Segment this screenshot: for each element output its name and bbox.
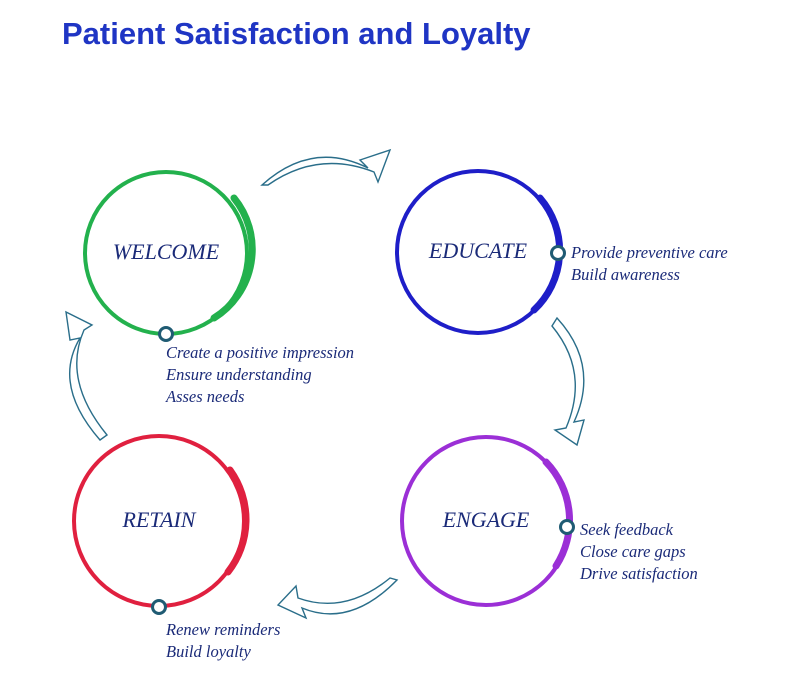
- welcome-marker: [158, 326, 174, 342]
- engage-note: Close care gaps: [580, 542, 686, 561]
- welcome-note: Create a positive impression: [166, 343, 355, 362]
- engage-label: ENGAGE: [442, 507, 530, 532]
- engage-ring-accent: [542, 458, 573, 570]
- educate-label: EDUCATE: [428, 238, 528, 263]
- stage-engage: ENGAGE: [400, 435, 575, 607]
- welcome-notes: Create a positive impression Ensure unde…: [166, 342, 354, 408]
- engage-note: Seek feedback: [580, 520, 673, 539]
- engage-note: Drive satisfaction: [580, 564, 698, 583]
- arrow-retain-to-welcome: [65, 310, 109, 441]
- stage-retain: RETAIN: [72, 434, 250, 615]
- stage-welcome: WELCOME: [83, 170, 256, 342]
- retain-notes: Renew reminders Build loyalty: [166, 619, 280, 663]
- educate-note: Provide preventive care: [571, 243, 728, 262]
- retain-marker: [151, 599, 167, 615]
- arrow-educate-to-engage: [551, 316, 585, 447]
- educate-marker: [550, 245, 566, 261]
- educate-notes: Provide preventive care Build awareness: [571, 242, 728, 286]
- welcome-label: WELCOME: [113, 239, 220, 264]
- engage-notes: Seek feedback Close care gaps Drive sati…: [580, 519, 698, 585]
- cycle-arrows: [65, 148, 585, 620]
- diagram-title: Patient Satisfaction and Loyalty: [62, 16, 531, 51]
- welcome-note: Ensure understanding: [166, 365, 312, 384]
- retain-ring-accent: [224, 466, 250, 576]
- retain-note: Renew reminders: [166, 620, 281, 639]
- retain-label: RETAIN: [122, 507, 197, 532]
- retain-note: Build loyalty: [166, 642, 251, 661]
- welcome-ring-accent: [210, 194, 256, 322]
- arrow-welcome-to-educate: [260, 148, 392, 186]
- stage-educate: EDUCATE: [395, 169, 566, 335]
- educate-note: Build awareness: [571, 265, 680, 284]
- welcome-note: Asses needs: [166, 387, 245, 406]
- arrow-engage-to-retain: [276, 577, 399, 620]
- engage-marker: [559, 519, 575, 535]
